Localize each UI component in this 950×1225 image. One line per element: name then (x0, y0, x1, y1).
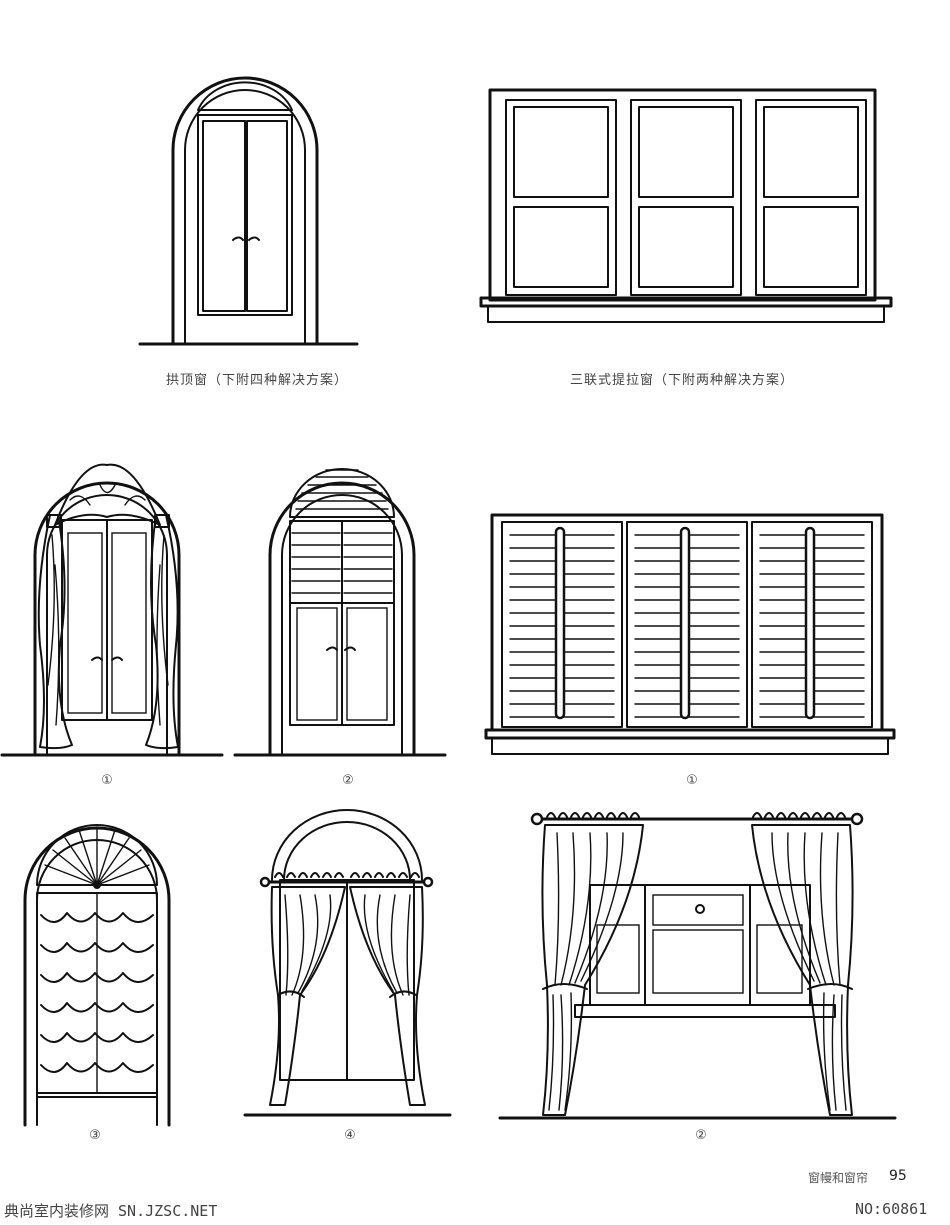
section-title: 窗幔和窗帘 (808, 1171, 869, 1185)
arch-solution-4-marker: ④ (344, 1128, 356, 1143)
arch-solution-1-marker: ① (101, 773, 113, 788)
arch-solution-2-illustration (230, 445, 450, 760)
triple-sash-window-illustration (478, 85, 898, 330)
arch-solution-1-illustration (0, 445, 225, 760)
arch-solution-3-marker: ③ (89, 1128, 101, 1143)
sash-solution-1-illustration (480, 510, 900, 760)
sash-solution-1-marker: ① (686, 773, 698, 788)
arch-solution-2-marker: ② (342, 773, 354, 788)
watermark-left: 典尚室内装修网 SN.JZSC.NET (4, 1202, 218, 1220)
arch-solution-3-illustration (15, 805, 180, 1130)
arched-window-illustration (135, 35, 360, 350)
arched-window-caption: 拱顶窗（下附四种解决方案） (166, 373, 349, 388)
triple-sash-window-caption: 三联式提拉窗（下附两种解决方案） (570, 373, 795, 388)
arch-solution-4-illustration (240, 805, 455, 1125)
sash-solution-2-illustration (495, 805, 900, 1125)
page-number: 95 (889, 1168, 907, 1184)
sash-solution-2-marker: ② (695, 1128, 707, 1143)
watermark-right: NO:60861 (855, 1200, 928, 1218)
